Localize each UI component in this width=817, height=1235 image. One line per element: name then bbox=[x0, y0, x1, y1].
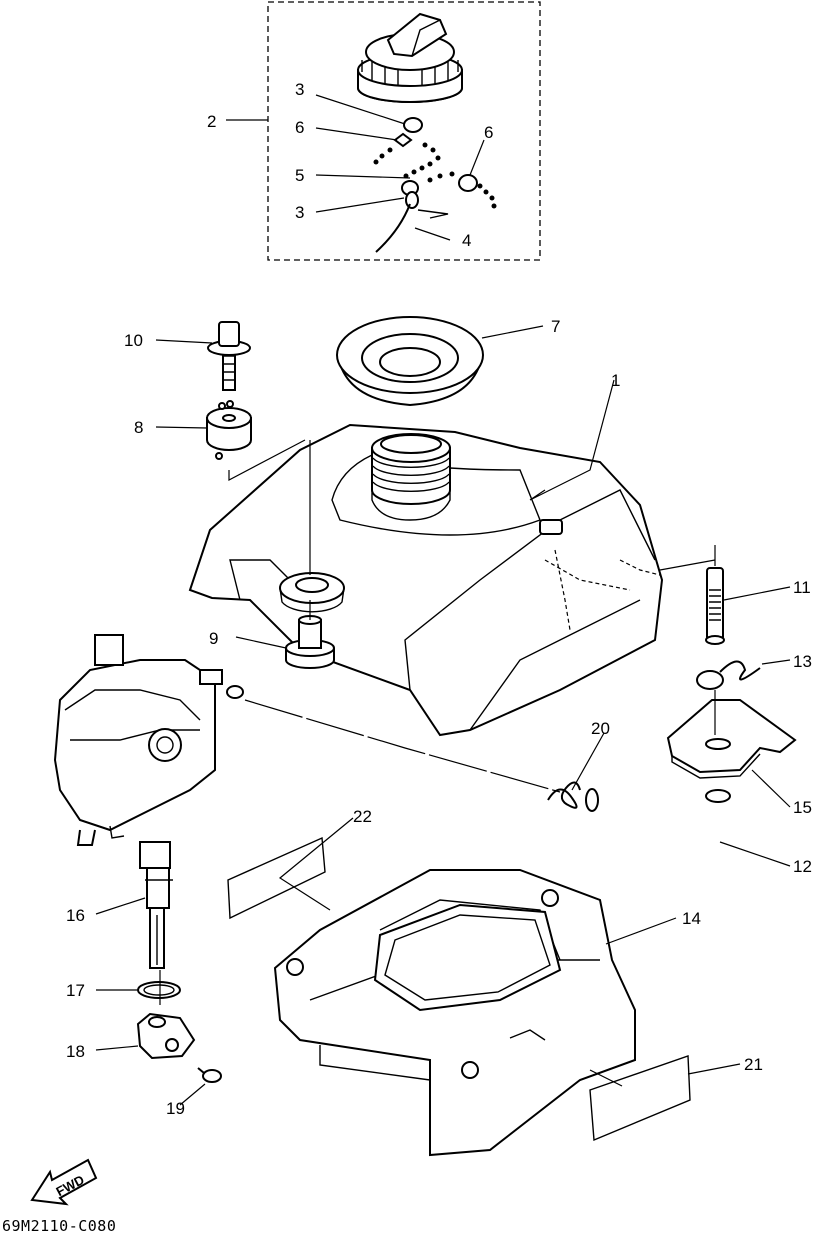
tank-filler-neck bbox=[371, 433, 451, 505]
callout-6: 6 bbox=[484, 123, 493, 142]
callout-17: 17 bbox=[66, 981, 85, 1000]
callout-8: 8 bbox=[134, 418, 143, 437]
label-21[interactable] bbox=[589, 1055, 691, 1142]
label-22[interactable] bbox=[227, 836, 326, 920]
callout-12: 12 bbox=[793, 857, 812, 876]
callout-20: 20 bbox=[591, 719, 610, 738]
fuel-tank[interactable] bbox=[188, 423, 664, 737]
callout-15: 15 bbox=[793, 798, 812, 817]
callout-10: 10 bbox=[124, 331, 143, 350]
callout-21: 21 bbox=[744, 1055, 763, 1074]
screw[interactable] bbox=[197, 1067, 222, 1083]
cap-chain-parts[interactable] bbox=[373, 117, 497, 253]
callout-9: 9 bbox=[209, 629, 218, 648]
damper[interactable] bbox=[206, 400, 252, 460]
callout-5: 5 bbox=[295, 166, 304, 185]
callout-3: 3 bbox=[295, 80, 304, 99]
fwd-arrow: FWD bbox=[30, 1158, 98, 1206]
callout-3: 3 bbox=[295, 203, 304, 222]
callout-13: 13 bbox=[793, 652, 812, 671]
callout-4: 4 bbox=[462, 231, 471, 250]
filter-bracket[interactable] bbox=[666, 699, 797, 779]
rod-joint[interactable] bbox=[136, 1012, 196, 1060]
callout-1: 1 bbox=[611, 371, 620, 390]
callout-6: 6 bbox=[295, 118, 304, 137]
callout-16: 16 bbox=[66, 906, 85, 925]
lower-case[interactable] bbox=[273, 869, 636, 1157]
fuel-filter[interactable] bbox=[705, 567, 725, 645]
leader-lines bbox=[95, 94, 791, 1106]
tank-grommet[interactable] bbox=[336, 316, 484, 407]
fuel-hose[interactable] bbox=[585, 781, 739, 851]
callout-2: 2 bbox=[207, 112, 216, 131]
carburetor bbox=[53, 634, 244, 846]
o-ring[interactable] bbox=[137, 981, 181, 999]
control-rod[interactable] bbox=[139, 841, 173, 969]
fuel-cap-assembly-box bbox=[267, 1, 541, 261]
callout-22: 22 bbox=[353, 807, 372, 826]
reference-code: 69M2110-C080 bbox=[2, 1217, 116, 1235]
callout-19: 19 bbox=[166, 1099, 185, 1118]
callout-11: 11 bbox=[793, 578, 811, 597]
assembly-lines bbox=[159, 439, 716, 1005]
fuel-cap[interactable] bbox=[357, 12, 463, 103]
callout-14: 14 bbox=[682, 909, 701, 928]
callouts: 2 3 6 5 3 6 4 10 7 1 8 9 11 13 20 15 22 … bbox=[66, 80, 812, 1118]
bolt[interactable] bbox=[207, 321, 251, 391]
callout-18: 18 bbox=[66, 1042, 85, 1061]
callout-7: 7 bbox=[551, 317, 560, 336]
hose-clip-20[interactable] bbox=[547, 781, 581, 809]
hose-clip-13[interactable] bbox=[696, 660, 761, 690]
